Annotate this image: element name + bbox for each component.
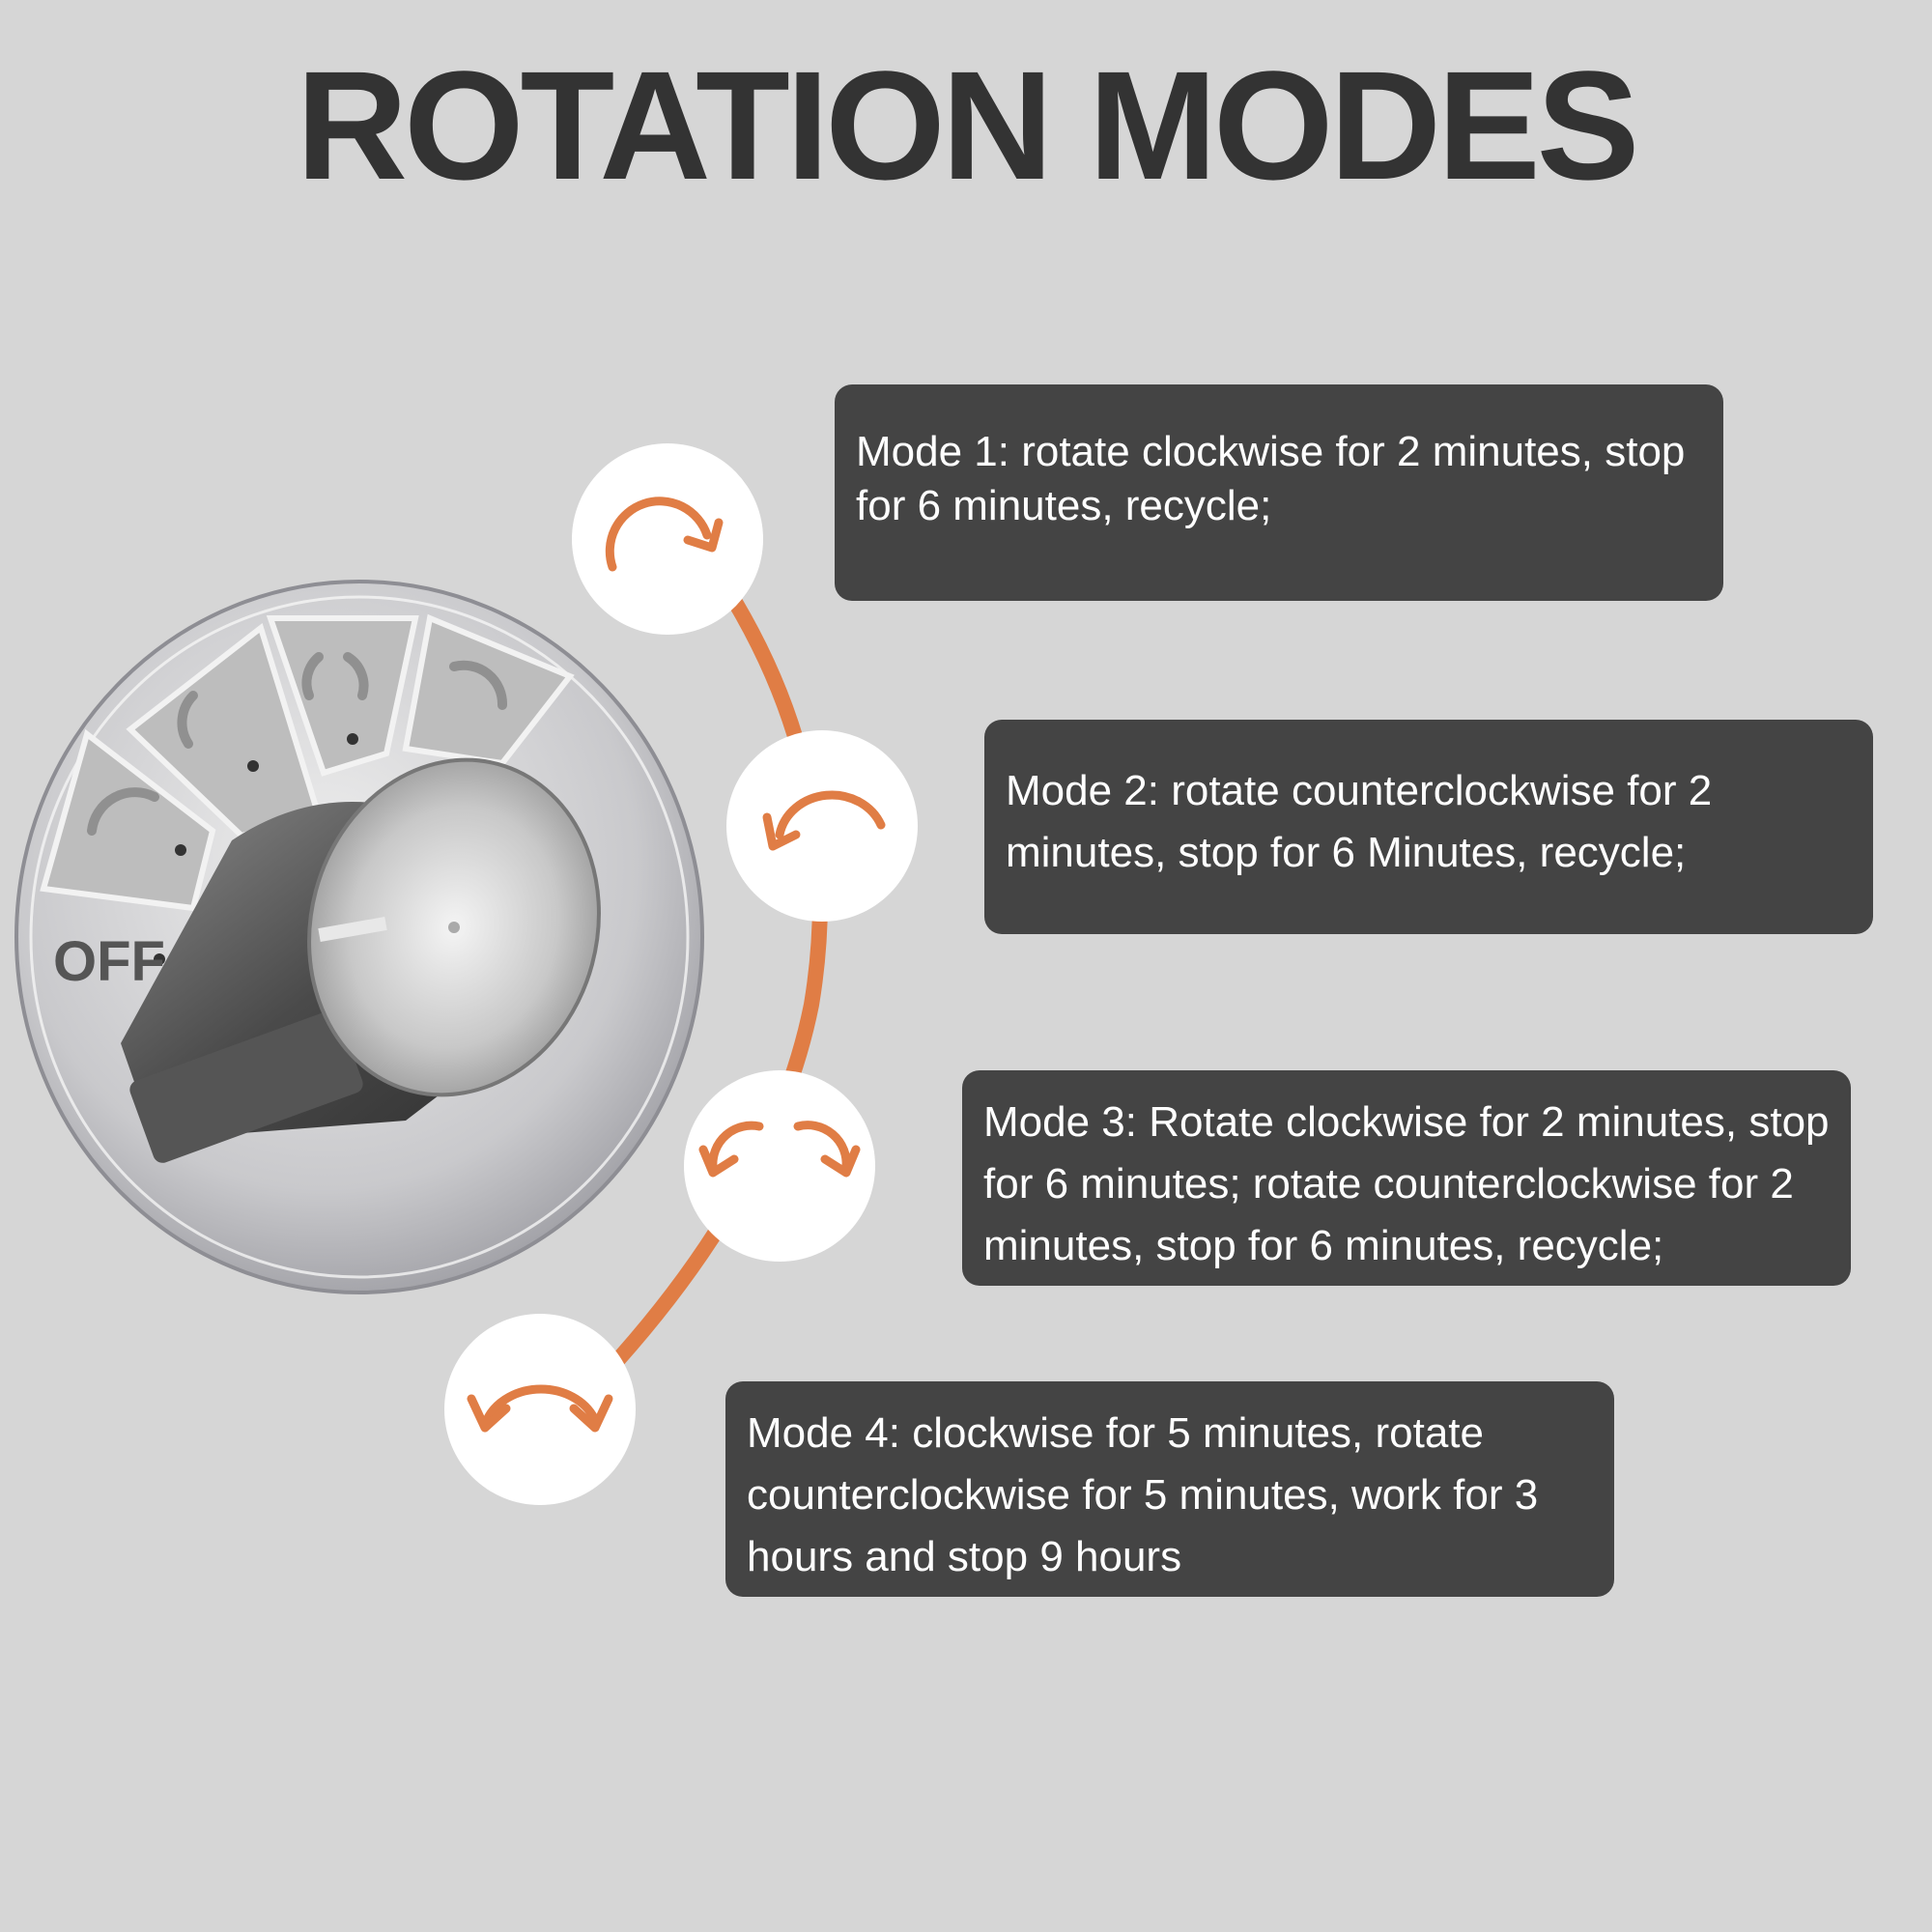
bidirectional-arrow-icon bbox=[467, 1384, 613, 1433]
alternating-arrows-icon bbox=[698, 1121, 861, 1178]
mode-1-icon-circle bbox=[572, 443, 763, 635]
mode-2-icon-circle bbox=[726, 730, 918, 922]
mode-3-icon-circle bbox=[684, 1070, 875, 1262]
mode-4-icon-circle bbox=[444, 1314, 636, 1505]
page-title: ROTATION MODES bbox=[296, 39, 1640, 212]
mode-1-description: Mode 1: rotate clockwise for 2 minutes, … bbox=[835, 384, 1723, 601]
timer-dial: OFF bbox=[14, 580, 704, 1294]
mode-2-description: Mode 2: rotate counterclockwise for 2 mi… bbox=[984, 720, 1873, 934]
counterclockwise-arrow-icon bbox=[762, 790, 886, 851]
mode-3-description: Mode 3: Rotate clockwise for 2 minutes, … bbox=[962, 1070, 1851, 1286]
clockwise-arrow-icon bbox=[605, 497, 724, 572]
off-label: OFF bbox=[53, 930, 165, 993]
mode-4-description: Mode 4: clockwise for 5 minutes, rotate … bbox=[725, 1381, 1614, 1597]
